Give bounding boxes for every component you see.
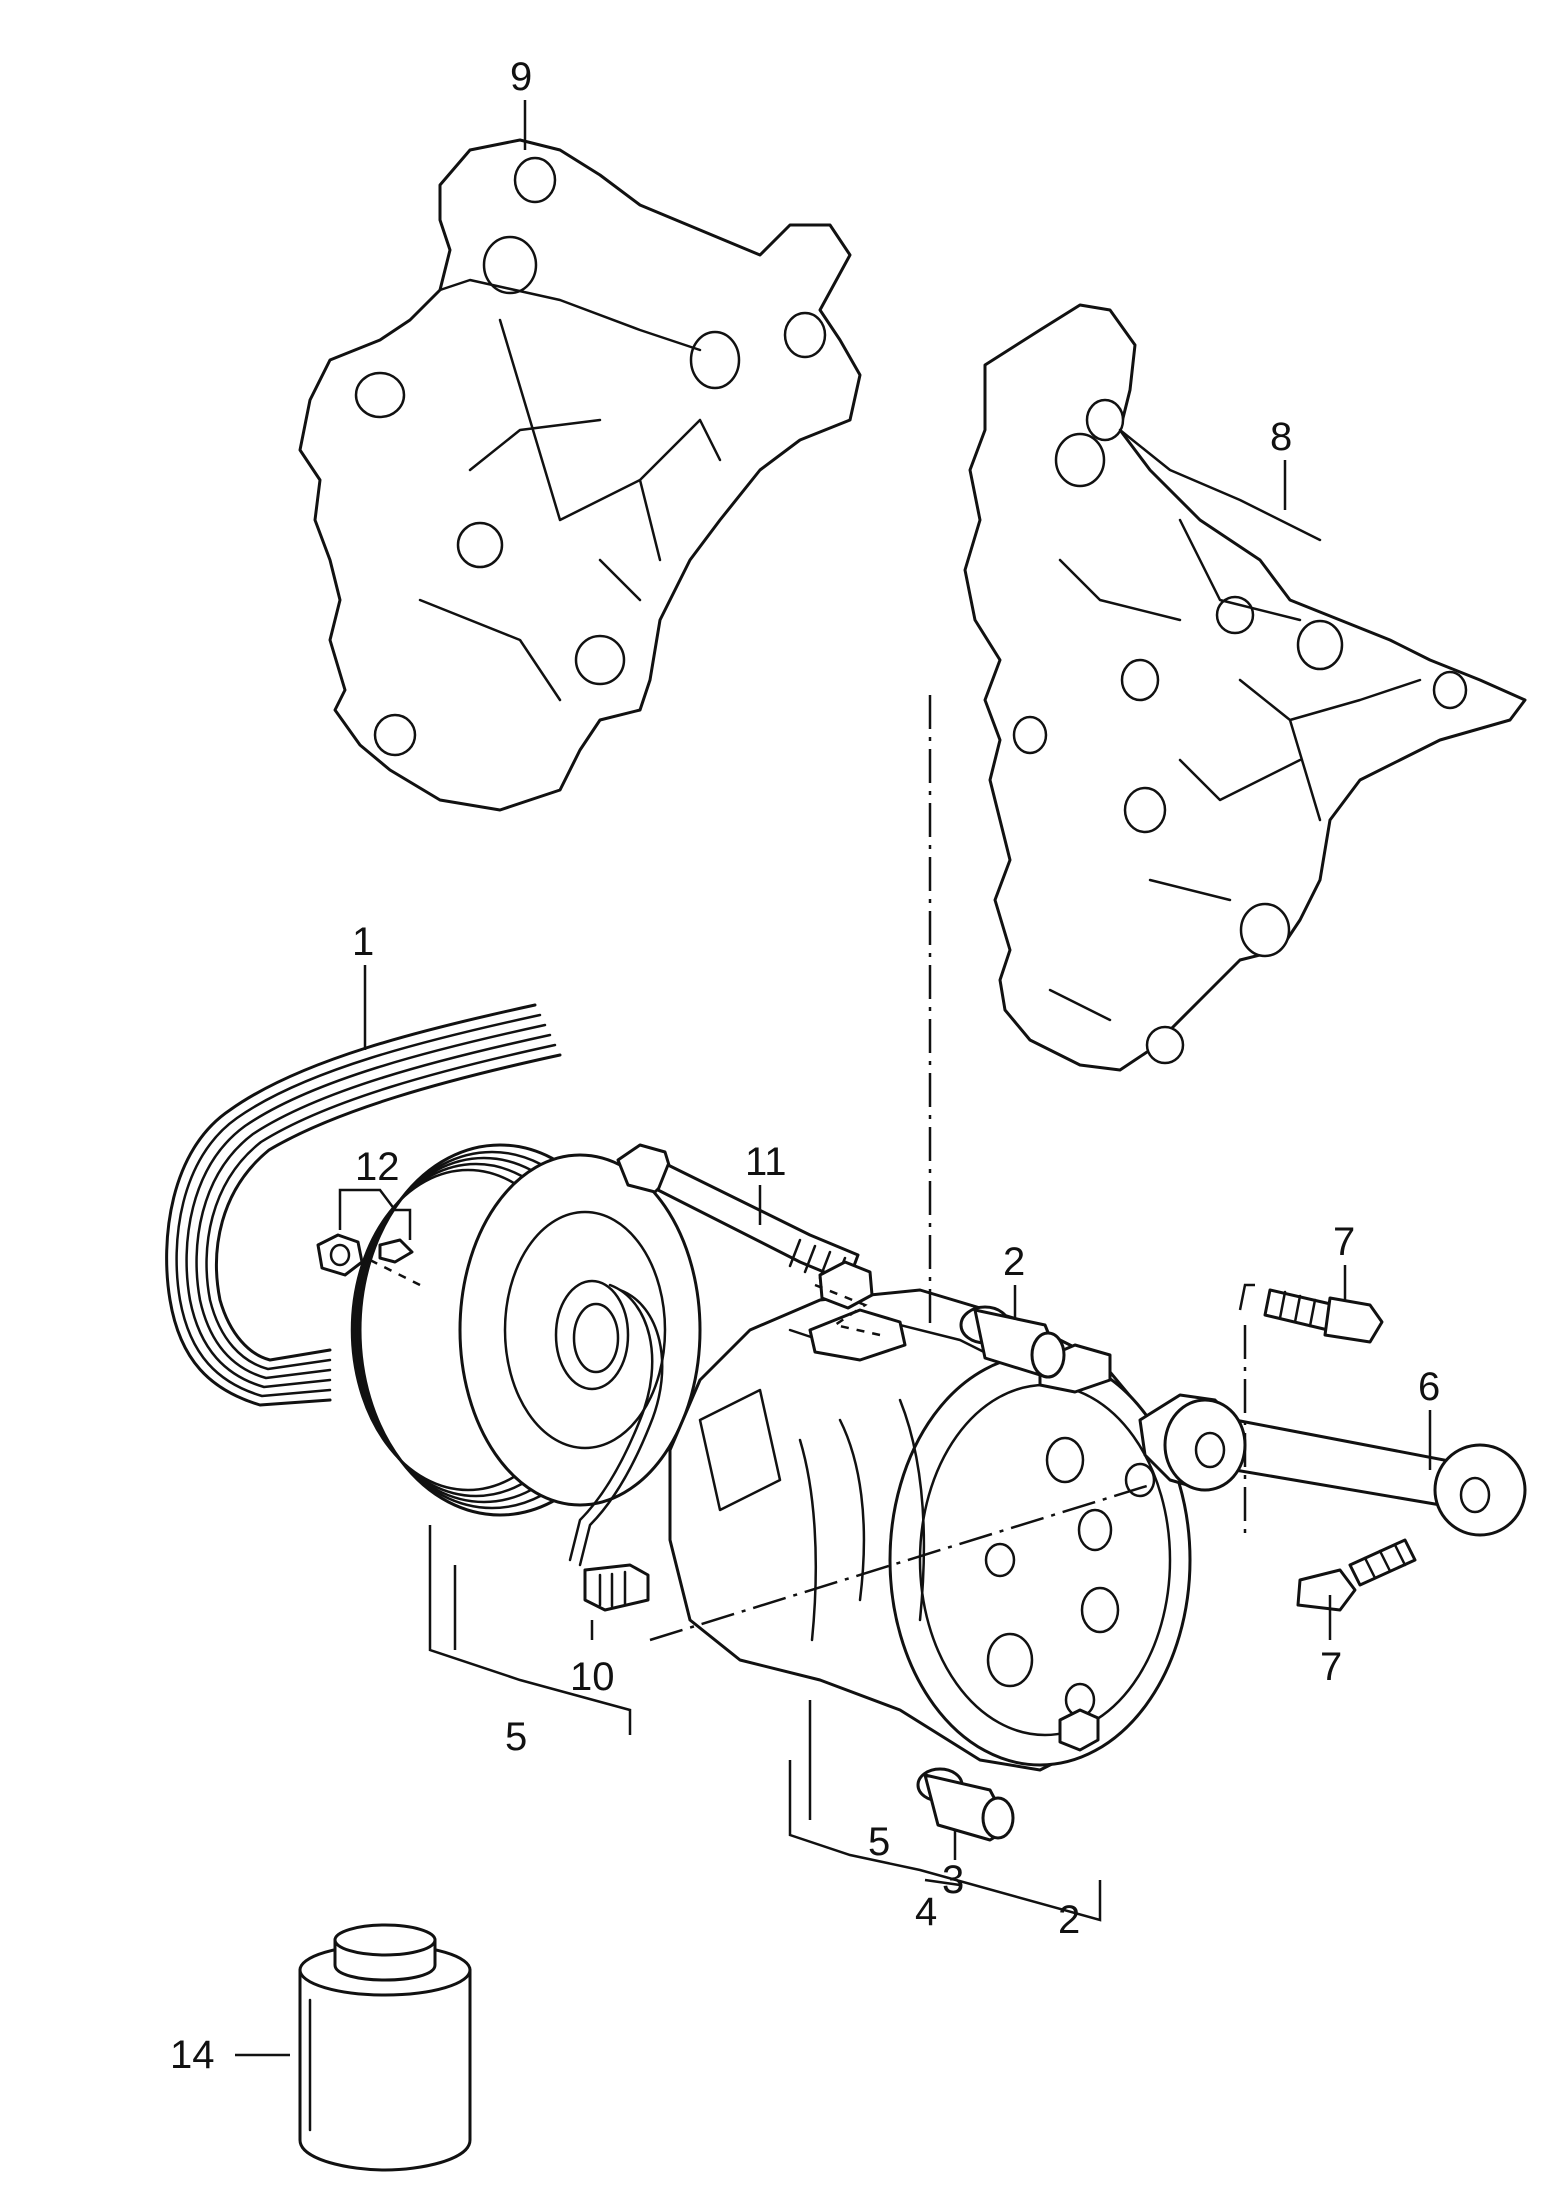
long-mounting-bolt: [616, 1143, 860, 1284]
callout-6: 6: [1418, 1365, 1440, 1409]
tensioner-arm: [1138, 1393, 1527, 1537]
bushing-upper: [959, 1305, 1066, 1379]
callout-5-left: 5: [505, 1715, 527, 1759]
bolt-upper-right: [1263, 1288, 1384, 1344]
callout-11: 11: [745, 1140, 787, 1184]
bracket-5-left: [428, 1525, 632, 1735]
pulley-nut-and-key: [316, 1233, 414, 1277]
bracket-12: [338, 1188, 412, 1240]
bolt-lower-right: [1296, 1538, 1417, 1612]
clutch-pulley: [350, 1143, 702, 1567]
ac-compressor: [668, 1260, 1192, 1772]
callout-3: 3: [942, 1858, 964, 1902]
callout-labels: 9 8 1 12 11 2 7 6 7 10 5 5 3 2 4 14: [170, 55, 1440, 2077]
centerline-connector-to-compressor: [649, 1483, 1151, 1642]
callout-5-right: 5: [868, 1820, 890, 1864]
callout-2-lower: 2: [1058, 1898, 1080, 1942]
callout-12: 12: [355, 1145, 400, 1189]
bushing-lower: [916, 1767, 1015, 1842]
electrical-connector: [583, 1563, 650, 1612]
assembly-lines: [369, 695, 1247, 1642]
callout-14: 14: [170, 2033, 215, 2077]
oil-bottle: [298, 1923, 472, 2172]
callout-9: 9: [510, 55, 532, 99]
bracket-upper-left: [298, 138, 862, 812]
callout-2-upper: 2: [1003, 1240, 1025, 1284]
callout-1: 1: [352, 920, 374, 964]
callout-7-lower: 7: [1320, 1645, 1342, 1689]
drive-belt: [165, 1003, 562, 1407]
callout-4: 4: [915, 1890, 937, 1934]
leader-lines: [235, 100, 1432, 2057]
callout-8: 8: [1270, 415, 1292, 459]
callout-10: 10: [570, 1655, 615, 1699]
callout-7-upper: 7: [1333, 1220, 1355, 1264]
bracket-right: [963, 303, 1527, 1072]
bracket-4: [788, 1760, 1102, 1922]
dashed-bolt-path: [814, 1283, 881, 1337]
